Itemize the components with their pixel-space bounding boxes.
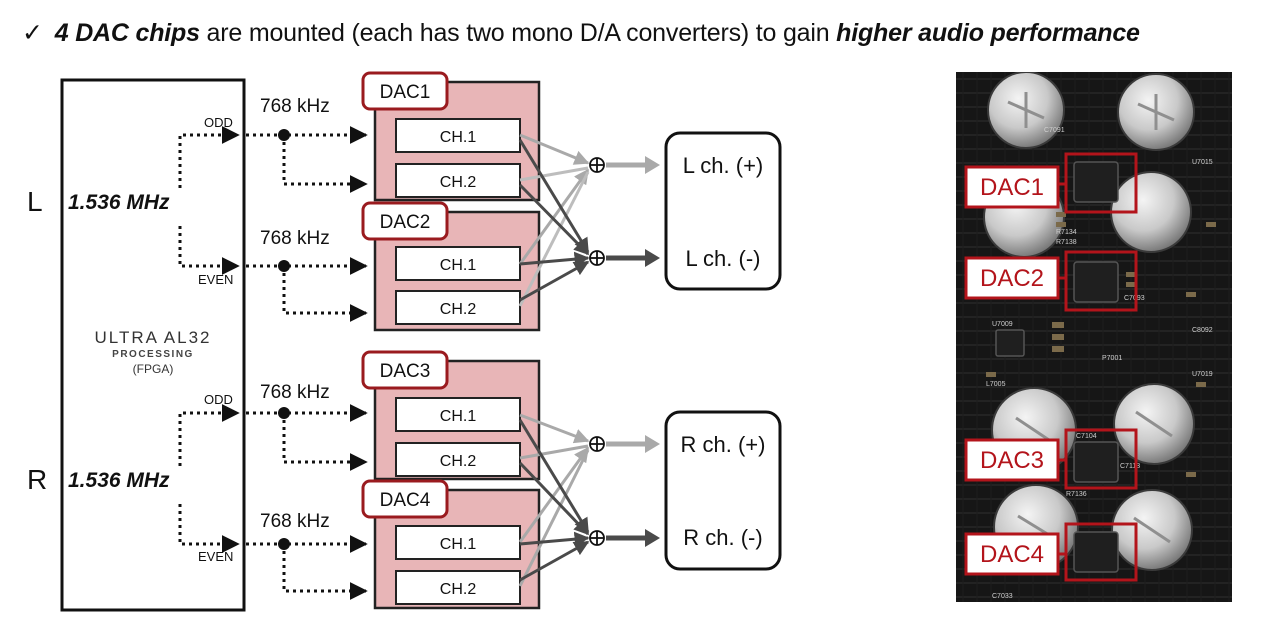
- svg-text:R7134: R7134: [1056, 229, 1077, 236]
- sum-L-plus: [589, 157, 605, 173]
- output-arrows: [606, 156, 660, 547]
- crossover-L-minus-gray: [518, 166, 590, 307]
- dac2-ch2-box: [395, 290, 521, 325]
- output-L-plus: L ch. (+): [683, 153, 764, 178]
- fpga-type: (FPGA): [133, 362, 174, 376]
- channel-L-odd: ODD: [204, 115, 233, 130]
- headline-bold-2: higher audio performance: [836, 19, 1140, 47]
- output-R: R ch. (+) R ch. (-): [664, 410, 782, 571]
- dac1-ch1-label: CH.1: [440, 129, 477, 146]
- dac1-name: DAC1: [380, 82, 431, 103]
- channel-R-clock: 1.536 MHz: [68, 469, 170, 492]
- pcb-photo: C7091 R7134 R7138 C7093 U7009 C8092 P700…: [956, 72, 1232, 602]
- dac-chips: [995, 161, 1119, 573]
- svg-text:DAC1: DAC1: [980, 174, 1044, 201]
- junction-dots: [278, 129, 290, 550]
- dac2-ch1-box: [395, 246, 521, 281]
- fpga-subtitle: PROCESSING: [112, 349, 194, 360]
- dac3-tag: [361, 350, 449, 390]
- check-icon: ✓: [22, 19, 43, 47]
- routing-L-inner: [178, 126, 240, 275]
- svg-text:R7136: R7136: [1066, 491, 1087, 498]
- channel-L-label: L: [27, 186, 43, 217]
- crossover-R-plus: [518, 413, 590, 587]
- rate-label-4: 768 kHz: [260, 511, 330, 532]
- dac3-block: DAC3 CH.1 CH.2: [361, 350, 541, 481]
- svg-text:U7019: U7019: [1192, 371, 1213, 378]
- dac4-ch2-box: [395, 570, 521, 605]
- channel-R-even: EVEN: [198, 549, 233, 564]
- svg-text:L7005: L7005: [986, 381, 1006, 388]
- dac2-name: DAC2: [380, 212, 431, 233]
- dac3-ch2-box: [395, 442, 521, 477]
- dac4-tag: [361, 479, 449, 519]
- headline-middle: are mounted (each has two mono D/A conve…: [199, 19, 837, 47]
- routing-branches: [246, 126, 368, 600]
- sum-L-minus: [589, 250, 605, 266]
- crossover-R-minus: [518, 419, 590, 582]
- crossover-L-minus: [518, 139, 590, 302]
- svg-text:C7091: C7091: [1044, 127, 1065, 134]
- output-R-plus: R ch. (+): [681, 432, 766, 457]
- rate-label-2: 768 kHz: [260, 228, 330, 249]
- dac2-block: DAC2 CH.1 CH.2: [361, 201, 541, 332]
- silkscreen-labels: C7091 R7134 R7138 C7093 U7009 C8092 P700…: [986, 127, 1213, 600]
- dac1-ch2-label: CH.2: [440, 174, 477, 191]
- channel-R-odd: ODD: [204, 392, 233, 407]
- dac3-ch1-box: [395, 397, 521, 432]
- channel-R-label: R: [27, 464, 47, 495]
- dac4-block: DAC4 CH.1 CH.2: [361, 479, 541, 610]
- pcb-illustration: C7091 R7134 R7138 C7093 U7009 C8092 P700…: [956, 72, 1232, 602]
- dac1-block: DAC1 CH.1 CH.2: [361, 71, 541, 202]
- dac2-tag: [361, 201, 449, 241]
- dac4-ch1-label: CH.1: [440, 536, 477, 553]
- channel-L-even: EVEN: [198, 272, 233, 287]
- svg-text:U7009: U7009: [992, 321, 1013, 328]
- svg-text:DAC3: DAC3: [980, 447, 1044, 474]
- dac4-name: DAC4: [380, 490, 431, 511]
- headline-bold-1: 4 DAC chips: [54, 19, 200, 47]
- svg-text:P7001: P7001: [1102, 355, 1122, 362]
- fpga-title: ULTRA AL32: [94, 328, 211, 347]
- dac3-ch1-label: CH.1: [440, 408, 477, 425]
- output-L-minus: L ch. (-): [686, 246, 761, 271]
- sum-R-minus: [589, 530, 605, 546]
- dac3-name: DAC3: [380, 361, 431, 382]
- svg-text:C7093: C7093: [1124, 295, 1145, 302]
- output-R-minus: R ch. (-): [683, 525, 762, 550]
- svg-text:C7104: C7104: [1076, 433, 1097, 440]
- svg-text:C7033: C7033: [992, 593, 1013, 600]
- crossover-L-plus: [518, 133, 590, 265]
- output-L: L ch. (+) L ch. (-): [664, 131, 782, 291]
- svg-text:R7138: R7138: [1056, 239, 1077, 246]
- dac2-ch1-label: CH.1: [440, 257, 477, 274]
- dac4-ch1-box: [395, 525, 521, 560]
- smd-parts: [986, 212, 1216, 477]
- photo-label-dac4: DAC4: [964, 532, 1060, 576]
- dac1-tag: [361, 71, 449, 111]
- svg-text:DAC4: DAC4: [980, 541, 1044, 568]
- rate-label-3: 768 kHz: [260, 382, 330, 403]
- svg-text:C8092: C8092: [1192, 327, 1213, 334]
- dac2-ch2-label: CH.2: [440, 301, 477, 318]
- photo-label-dac1: DAC1: [964, 165, 1060, 209]
- fpga-block: [60, 78, 246, 612]
- dac1-ch2-box: [395, 163, 521, 198]
- capacitors: [983, 72, 1195, 571]
- channel-L-clock: 1.536 MHz: [68, 191, 170, 214]
- dac3-ch2-label: CH.2: [440, 453, 477, 470]
- rate-label-1: 768 kHz: [260, 96, 330, 117]
- svg-text:U7015: U7015: [1192, 159, 1213, 166]
- summer-symbols: [589, 157, 605, 546]
- headline: ✓ 4 DAC chips are mounted (each has two m…: [22, 18, 1140, 48]
- signal-diagram: ULTRA AL32 PROCESSING (FPGA) L 1.536 MHz…: [27, 71, 782, 612]
- sum-R-plus: [589, 436, 605, 452]
- dac4-ch2-label: CH.2: [440, 581, 477, 598]
- svg-text:C7113: C7113: [1120, 463, 1140, 470]
- photo-label-dac2: DAC2: [964, 256, 1060, 300]
- photo-label-dac3: DAC3: [964, 438, 1060, 482]
- routing-R-inner: [178, 404, 240, 553]
- svg-text:DAC2: DAC2: [980, 265, 1044, 292]
